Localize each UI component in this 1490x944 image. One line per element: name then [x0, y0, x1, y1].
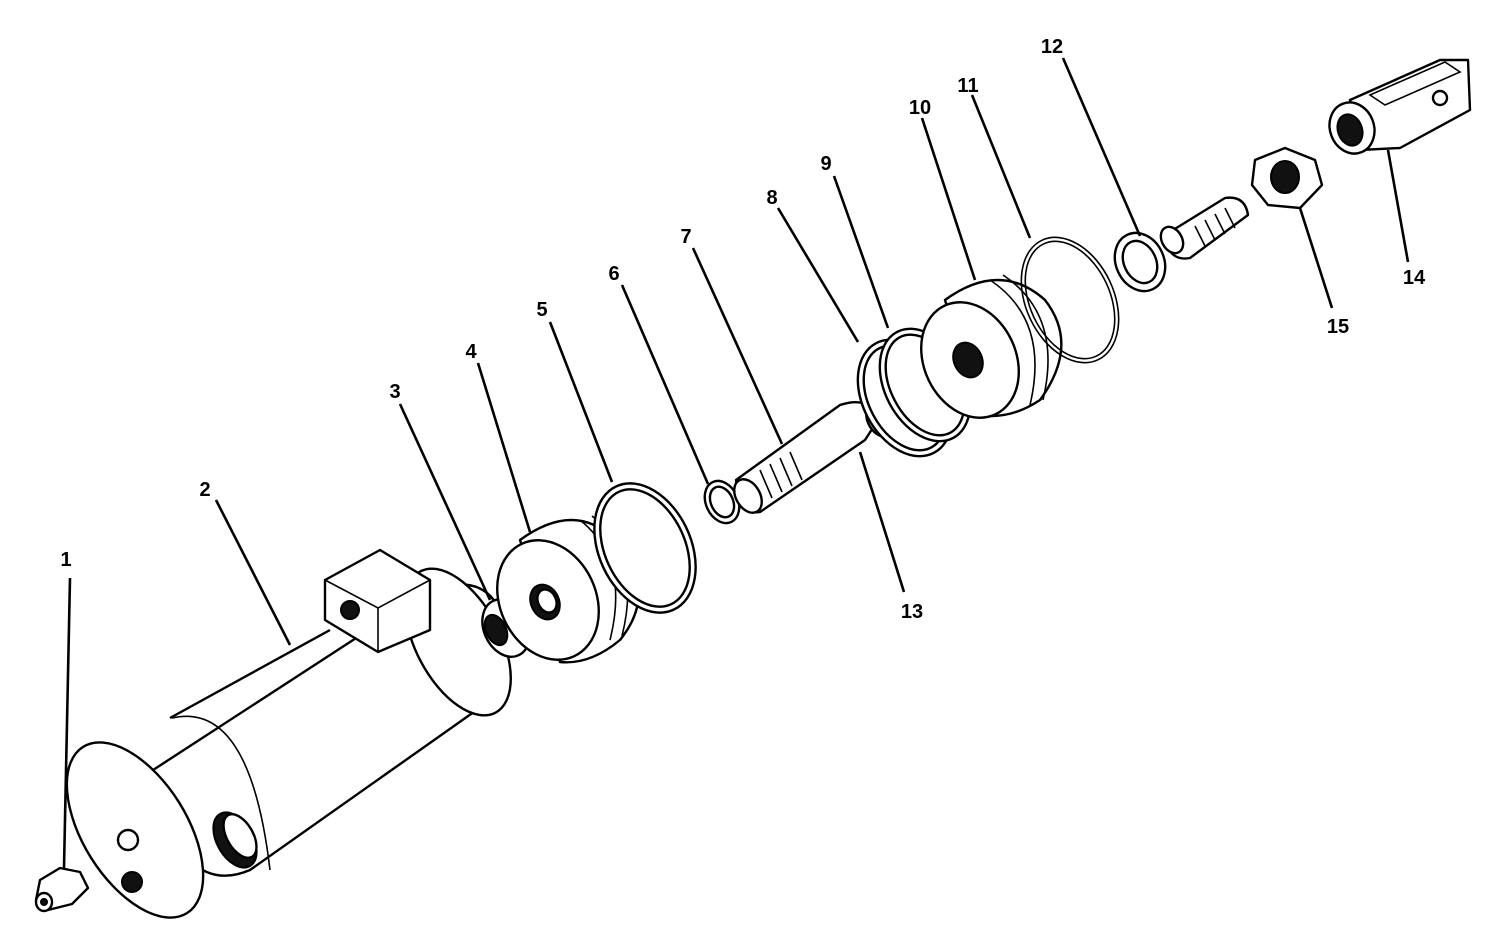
leader-10 [920, 117, 977, 281]
leader-9 [832, 175, 890, 329]
callout-5: 5 [536, 299, 547, 321]
threaded-insert [1159, 196, 1250, 260]
callout-7: 7 [680, 226, 691, 248]
leader-7 [691, 247, 784, 445]
callout-11: 11 [957, 75, 978, 97]
leader-8 [776, 207, 860, 343]
callout-8: 8 [766, 187, 777, 209]
callout-12: 12 [1041, 36, 1063, 58]
leader-12 [1061, 57, 1142, 237]
leader-3 [398, 403, 492, 601]
leader-15 [1298, 207, 1334, 309]
part-2-cylinder-body [65, 548, 512, 919]
callout-4: 4 [465, 341, 477, 363]
leader-1 [62, 577, 72, 869]
callout-labels: 1 2 3 4 5 6 7 8 9 10 11 12 13 14 15 [60, 36, 1426, 623]
callout-2: 2 [199, 479, 210, 501]
callout-6: 6 [608, 263, 619, 285]
part-14-clevis [1328, 58, 1472, 155]
part-15-jam-nut [1250, 146, 1324, 210]
part-6-o-ring [703, 479, 741, 525]
callout-10: 10 [909, 97, 931, 119]
leader-11 [970, 94, 1032, 239]
callout-15: 15 [1327, 316, 1349, 338]
leader-13 [858, 451, 906, 593]
part-12-spacer [1113, 231, 1167, 293]
leader-lines [62, 57, 1410, 869]
part-5-ring [593, 482, 697, 614]
callout-3: 3 [389, 381, 400, 403]
callout-9: 9 [820, 153, 831, 175]
leader-5 [548, 321, 614, 483]
leader-2 [214, 499, 292, 646]
part-1-grease-fitting [34, 866, 90, 913]
callout-13: 13 [901, 601, 923, 623]
part-11-snap-ring [1020, 236, 1120, 364]
leader-6 [620, 284, 710, 485]
callout-14: 14 [1403, 267, 1426, 289]
leader-4 [476, 362, 532, 533]
leader-14 [1386, 149, 1410, 263]
callout-1: 1 [60, 549, 71, 571]
